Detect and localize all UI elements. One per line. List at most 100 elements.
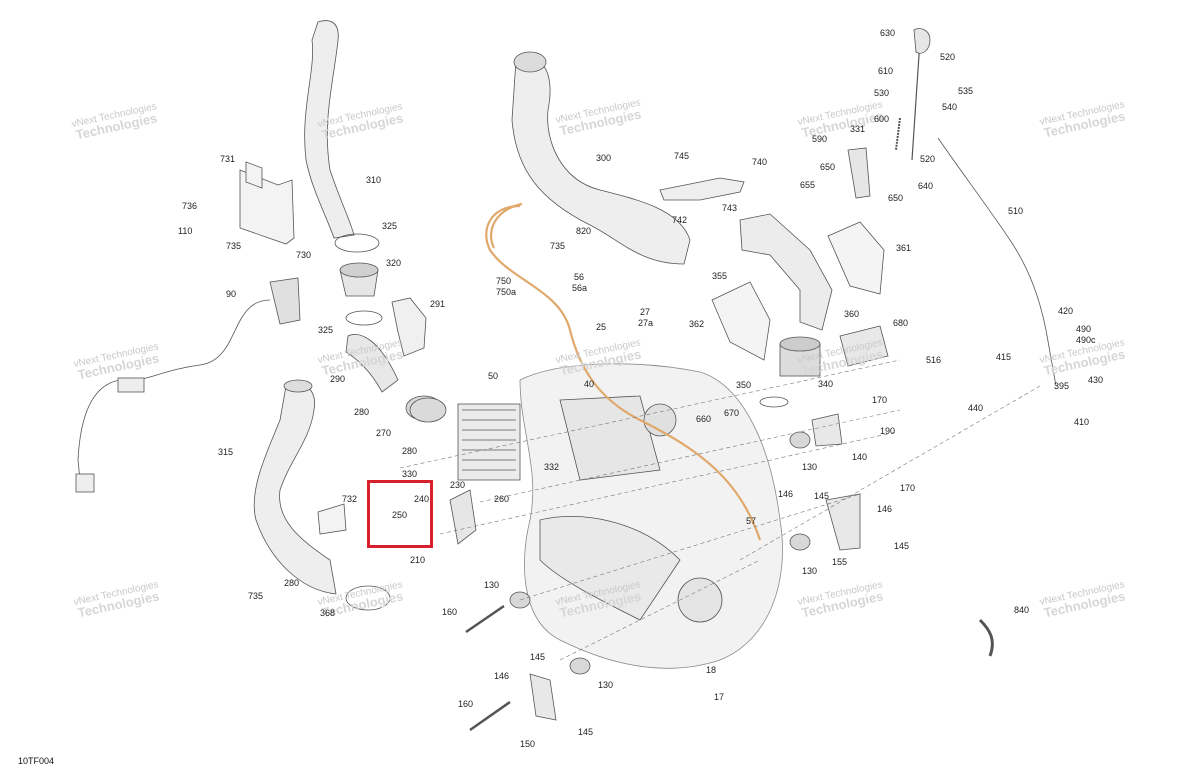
part-label-655[interactable]: 655 — [800, 180, 816, 190]
part-label-230[interactable]: 230 — [450, 480, 466, 490]
part-label-110[interactable]: 110 — [178, 226, 193, 236]
part-label-320[interactable]: 320 — [386, 258, 402, 268]
part-label-27[interactable]: 27 — [640, 307, 651, 317]
part-label-25[interactable]: 25 — [596, 322, 607, 332]
part-label-650[interactable]: 650 — [888, 193, 904, 203]
part-label-145[interactable]: 145 — [894, 541, 910, 551]
part-label-735[interactable]: 735 — [248, 591, 264, 601]
part-label-150[interactable]: 150 — [520, 739, 536, 749]
part-label-146[interactable]: 146 — [877, 504, 893, 514]
part-label-361[interactable]: 361 — [896, 243, 912, 253]
part-label-130[interactable]: 130 — [802, 566, 818, 576]
part-label-145[interactable]: 145 — [530, 652, 546, 662]
part-label-40[interactable]: 40 — [584, 379, 595, 389]
part-label-310[interactable]: 310 — [366, 175, 382, 185]
part-label-350[interactable]: 350 — [736, 380, 752, 390]
part-label-368[interactable]: 368 — [320, 608, 336, 618]
part-label-520[interactable]: 520 — [940, 52, 956, 62]
part-label-130[interactable]: 130 — [484, 580, 500, 590]
part-label-540[interactable]: 540 — [942, 102, 958, 112]
part-label-315[interactable]: 315 — [218, 447, 234, 457]
part-label-735[interactable]: 735 — [550, 241, 566, 251]
part-label-510[interactable]: 510 — [1008, 206, 1024, 216]
part-label-420[interactable]: 420 — [1058, 306, 1074, 316]
part-label-745[interactable]: 745 — [674, 151, 690, 161]
part-label-155[interactable]: 155 — [832, 557, 848, 567]
part-label-680[interactable]: 680 — [893, 318, 909, 328]
part-label-640[interactable]: 640 — [918, 181, 934, 191]
part-label-170[interactable]: 170 — [900, 483, 916, 493]
part-label-330[interactable]: 330 — [402, 469, 418, 479]
part-label-630[interactable]: 630 — [880, 28, 896, 38]
part-label-600[interactable]: 600 — [874, 114, 890, 124]
part-label-270[interactable]: 270 — [376, 428, 392, 438]
part-label-18[interactable]: 18 — [706, 665, 717, 675]
part-label-730[interactable]: 730 — [296, 250, 312, 260]
part-label-300[interactable]: 300 — [596, 153, 612, 163]
part-label-530[interactable]: 530 — [874, 88, 890, 98]
part-label-332[interactable]: 332 — [544, 462, 560, 472]
part-label-170[interactable]: 170 — [872, 395, 888, 405]
part-label-325[interactable]: 325 — [382, 221, 398, 231]
part-label-146[interactable]: 146 — [778, 489, 794, 499]
part-label-291[interactable]: 291 — [430, 299, 446, 309]
part-label-57[interactable]: 57 — [746, 516, 757, 526]
part-label-90[interactable]: 90 — [226, 289, 237, 299]
part-label-140[interactable]: 140 — [852, 452, 868, 462]
part-label-490[interactable]: 490 — [1076, 324, 1092, 334]
intake-duct-310 — [304, 20, 355, 239]
part-label-750[interactable]: 750 — [496, 276, 512, 286]
part-label-362[interactable]: 362 — [689, 319, 705, 329]
part-label-742[interactable]: 742 — [672, 215, 688, 225]
part-label-535[interactable]: 535 — [958, 86, 974, 96]
part-label-516[interactable]: 516 — [926, 355, 942, 365]
part-label-331[interactable]: 331 — [850, 124, 866, 134]
part-label-840[interactable]: 840 — [1014, 605, 1030, 615]
part-label-590[interactable]: 590 — [812, 134, 828, 144]
part-label-210[interactable]: 210 — [410, 555, 426, 565]
part-label-290[interactable]: 290 — [330, 374, 346, 384]
part-label-325[interactable]: 325 — [318, 325, 334, 335]
part-label-50[interactable]: 50 — [488, 371, 499, 381]
part-label-610[interactable]: 610 — [878, 66, 894, 76]
part-label-520[interactable]: 520 — [920, 154, 936, 164]
part-label-395[interactable]: 395 — [1054, 381, 1070, 391]
part-label-56[interactable]: 56 — [574, 272, 585, 282]
part-label-260[interactable]: 260 — [494, 494, 510, 504]
part-label-660[interactable]: 660 — [696, 414, 712, 424]
part-label-250[interactable]: 250 — [392, 510, 408, 520]
part-label-820[interactable]: 820 — [576, 226, 592, 236]
part-label-280[interactable]: 280 — [402, 446, 418, 456]
part-label-160[interactable]: 160 — [442, 607, 458, 617]
part-label-190[interactable]: 190 — [880, 426, 896, 436]
part-label-160[interactable]: 160 — [458, 699, 474, 709]
part-label-355[interactable]: 355 — [712, 271, 728, 281]
part-label-440[interactable]: 440 — [968, 403, 984, 413]
part-label-360[interactable]: 360 — [844, 309, 860, 319]
part-label-731[interactable]: 731 — [220, 154, 236, 164]
part-label-430[interactable]: 430 — [1088, 375, 1104, 385]
part-label-490c[interactable]: 490c — [1076, 335, 1096, 345]
part-label-145[interactable]: 145 — [814, 491, 830, 501]
part-label-280[interactable]: 280 — [354, 407, 370, 417]
part-label-27a[interactable]: 27a — [638, 318, 654, 328]
part-label-130[interactable]: 130 — [802, 462, 818, 472]
part-label-145[interactable]: 145 — [578, 727, 594, 737]
part-label-735[interactable]: 735 — [226, 241, 242, 251]
part-label-146[interactable]: 146 — [494, 671, 510, 681]
part-label-670[interactable]: 670 — [724, 408, 740, 418]
part-label-750a[interactable]: 750a — [496, 287, 517, 297]
part-label-280[interactable]: 280 — [284, 578, 300, 588]
part-label-56a[interactable]: 56a — [572, 283, 588, 293]
part-label-650[interactable]: 650 — [820, 162, 836, 172]
part-label-410[interactable]: 410 — [1074, 417, 1090, 427]
part-label-130[interactable]: 130 — [598, 680, 614, 690]
part-label-743[interactable]: 743 — [722, 203, 738, 213]
part-label-415[interactable]: 415 — [996, 352, 1012, 362]
part-label-240[interactable]: 240 — [414, 494, 430, 504]
part-label-17[interactable]: 17 — [714, 692, 725, 702]
part-label-732[interactable]: 732 — [342, 494, 358, 504]
part-label-340[interactable]: 340 — [818, 379, 834, 389]
part-label-736[interactable]: 736 — [182, 201, 198, 211]
part-label-740[interactable]: 740 — [752, 157, 768, 167]
